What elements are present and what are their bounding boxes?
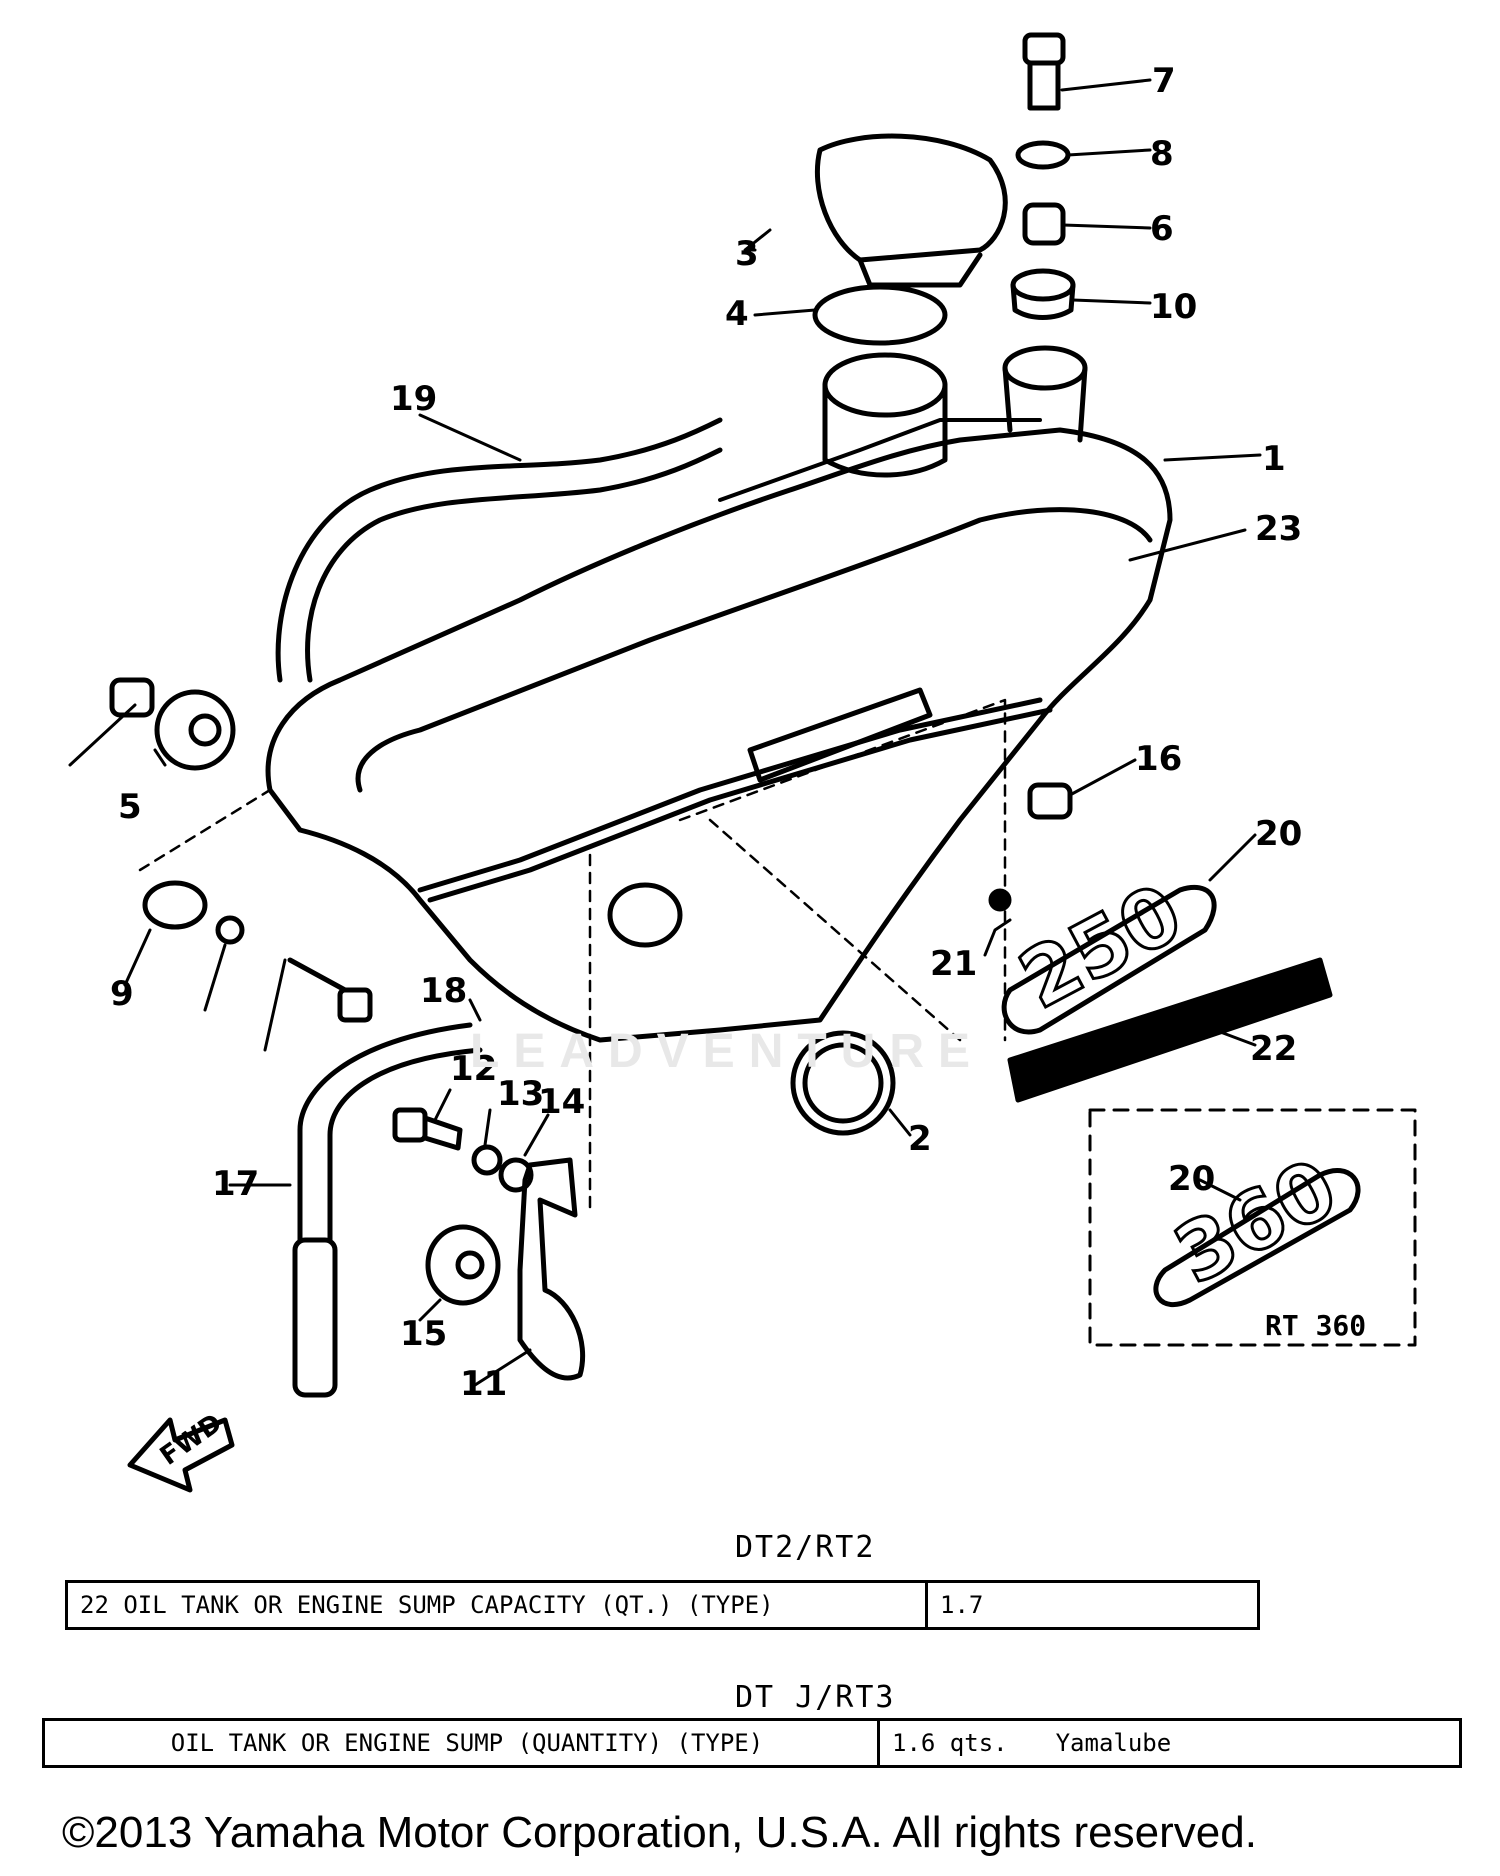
spec-label: OIL TANK OR ENGINE SUMP (QUANTITY) (TYPE… (45, 1721, 880, 1765)
collar-6 (1022, 202, 1066, 246)
grommet-2 (790, 1030, 896, 1136)
collar-16 (1027, 782, 1073, 820)
callout-14: 14 (538, 1082, 585, 1122)
rubber-mount-15 (425, 1224, 501, 1306)
spec-value: 1.6 qts. (892, 1729, 1008, 1757)
callout-13: 13 (497, 1074, 544, 1114)
spec-heading-dtj-rt3: DT J/RT3 (735, 1680, 896, 1715)
washer-8-lower (215, 915, 245, 945)
callout-7: 7 (1152, 61, 1176, 101)
callout-23: 23 (1255, 509, 1302, 549)
callout-15: 15 (400, 1314, 447, 1354)
leader-lines (68, 78, 1262, 1387)
callout-1: 1 (1262, 439, 1286, 479)
bolt-7-lower (287, 957, 373, 1023)
washer-13 (471, 1144, 503, 1176)
spec-value: 1.7 (940, 1591, 984, 1619)
callout-22: 22 (1250, 1029, 1297, 1069)
stripe-decal-22 (1007, 957, 1333, 1103)
bolt-7 (1022, 32, 1066, 111)
callout-3: 3 (735, 234, 759, 274)
callout-17: 17 (212, 1164, 259, 1204)
callout-19: 19 (390, 379, 437, 419)
callout-2: 2 (908, 1119, 932, 1159)
forward-arrow (127, 1417, 235, 1493)
callout-4: 4 (725, 294, 749, 334)
inset-label: RT 360 (1265, 1309, 1366, 1342)
callout-18: 18 (420, 971, 467, 1011)
spec-row-dt2-rt2: 22 OIL TANK OR ENGINE SUMP CAPACITY (QT.… (65, 1580, 1260, 1630)
callout-5: 5 (118, 787, 142, 827)
callout-12: 12 (450, 1049, 497, 1089)
callout-20-inset: 20 (1168, 1159, 1215, 1199)
callout-8: 8 (1150, 134, 1174, 174)
forward-label: FWD (155, 1408, 228, 1472)
spec-label: 22 OIL TANK OR ENGINE SUMP CAPACITY (QT.… (68, 1583, 928, 1627)
collar-6-left (109, 677, 155, 718)
badge-250-text: 250 (1005, 866, 1196, 1027)
oil-tank-exploded-diagram: 1 2 3 4 5 6 7 8 9 10 11 12 13 14 15 16 1… (68, 32, 1417, 1493)
vent-hose-19 (275, 417, 723, 683)
grommet-10 (1010, 268, 1076, 320)
rt360-inset-frame (1088, 1108, 1417, 1347)
washer-8 (1015, 140, 1071, 170)
callout-16: 16 (1135, 739, 1182, 779)
bracket-11 (517, 1157, 586, 1381)
spec-row-dtj-rt3: OIL TANK OR ENGINE SUMP (QUANTITY) (TYPE… (42, 1718, 1462, 1768)
copyright-notice: ©2013 Yamaha Motor Corporation, U.S.A. A… (62, 1808, 1257, 1857)
alignment-lines (138, 698, 1007, 1217)
callout-6: 6 (1150, 209, 1174, 249)
nut-21 (988, 888, 1012, 912)
washer-14 (498, 1157, 534, 1193)
callout-21: 21 (930, 944, 977, 984)
filler-cap-3 (814, 133, 1008, 288)
bolt-12 (392, 1107, 463, 1151)
rubber-mount-5 (154, 689, 236, 771)
spec-type: Yamalube (1055, 1729, 1172, 1757)
drain-hose-17 (292, 1022, 483, 1398)
callout-20: 20 (1255, 814, 1302, 854)
washer-9 (142, 880, 208, 930)
sight-window (607, 882, 683, 948)
callout-11: 11 (460, 1364, 507, 1404)
oil-tank-body (265, 345, 1173, 1043)
gasket-4 (812, 284, 948, 346)
spec-heading-dt2-rt2: DT2/RT2 (735, 1530, 876, 1565)
badge-360 (1153, 1167, 1361, 1308)
watermark: LEADVENTURE (470, 1025, 985, 1078)
callout-10: 10 (1150, 287, 1197, 327)
callout-9: 9 (110, 974, 134, 1014)
